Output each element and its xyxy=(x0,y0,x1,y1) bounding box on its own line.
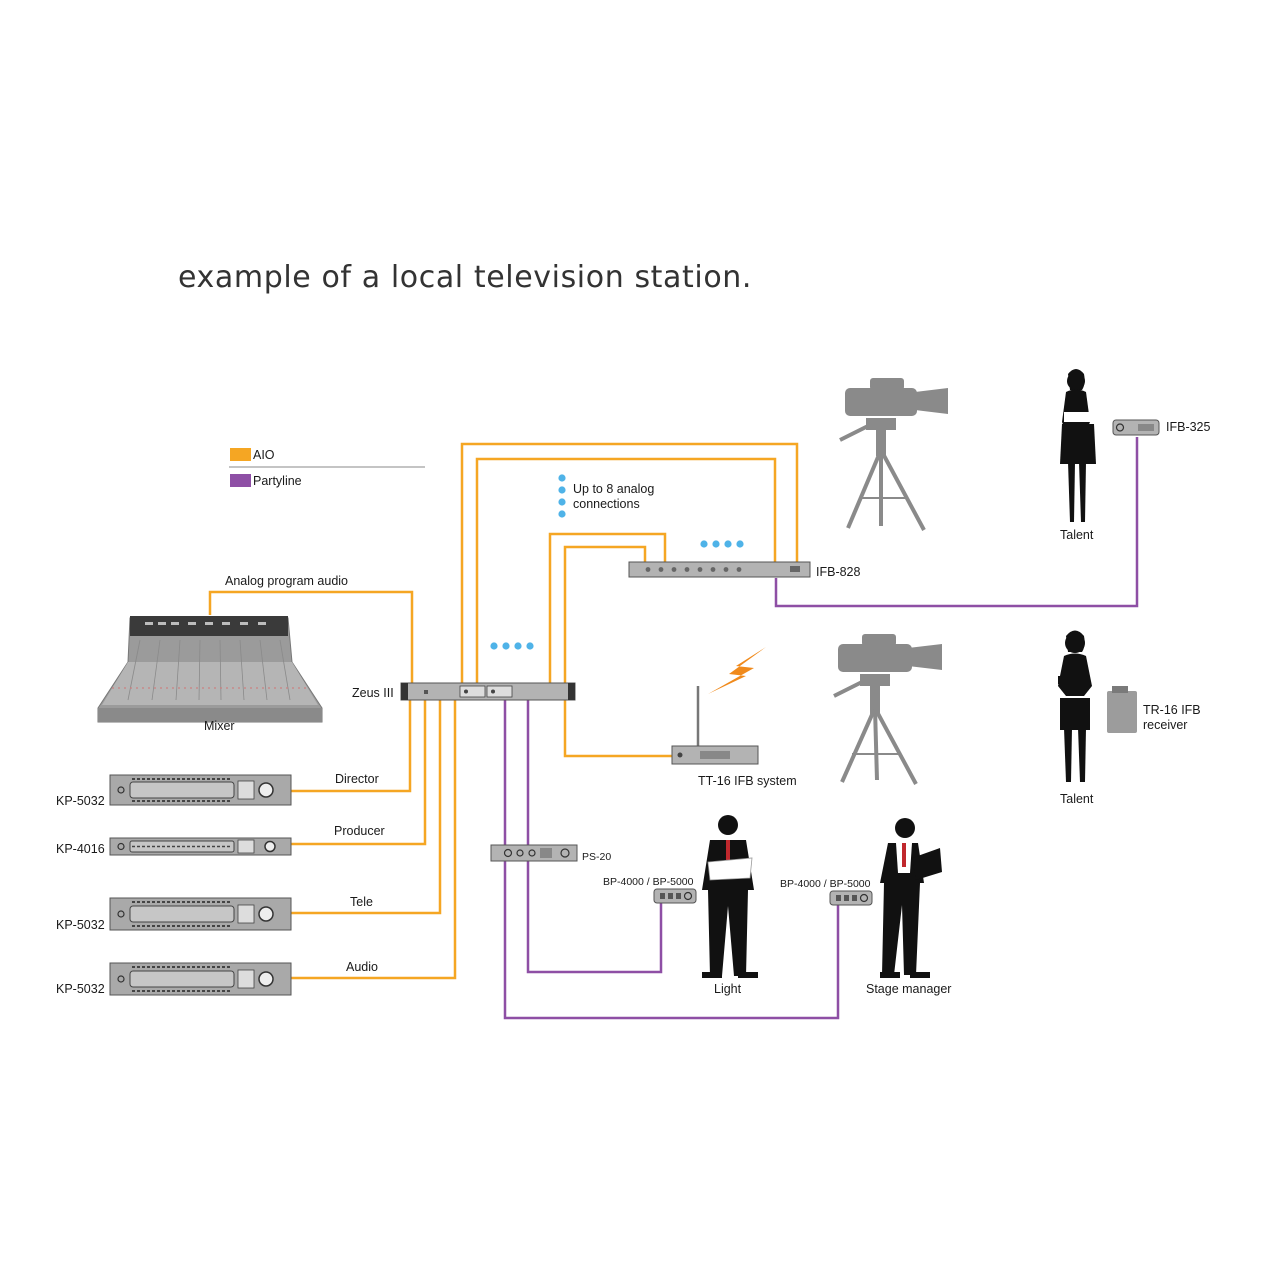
tr-16-receiver-device xyxy=(1107,686,1137,733)
tele-label: Tele xyxy=(350,895,373,909)
keypanel-kp5032-director xyxy=(109,774,292,806)
up-to-8-label-line1: Up to 8 analog xyxy=(573,482,654,496)
kp1-label: KP-5032 xyxy=(56,794,105,808)
partyline-bp-light xyxy=(526,700,663,974)
analog-program-audio-label: Analog program audio xyxy=(225,574,348,588)
talent-bottom-silhouette xyxy=(1058,630,1092,782)
dot xyxy=(526,642,534,650)
legend-aio-swatch xyxy=(230,448,251,461)
kp3-label: KP-5032 xyxy=(56,918,105,932)
director-label: Director xyxy=(335,772,379,786)
wireless-bolt-icon xyxy=(708,647,766,694)
dot xyxy=(558,474,566,482)
aio-line-ifb828-outer xyxy=(460,442,799,683)
aio-line-ifb828-inner xyxy=(475,457,777,683)
kp2-label: KP-4016 xyxy=(56,842,105,856)
aio-line-ifb828-b xyxy=(563,545,647,683)
beltpack-light-device xyxy=(653,888,697,904)
light-operator-silhouette xyxy=(702,815,758,978)
stage-manager-silhouette xyxy=(880,818,942,978)
keypanel-kp5032-audio xyxy=(109,962,292,996)
dot xyxy=(514,642,522,650)
keypanel-kp4016-producer xyxy=(109,837,292,856)
ps-20-label: PS-20 xyxy=(582,851,611,863)
aio-line-producer xyxy=(291,700,427,846)
aio-line-tele xyxy=(291,700,442,915)
stage-manager-label: Stage manager xyxy=(866,982,951,996)
ifb-828-device xyxy=(628,561,811,578)
camera-bottom-icon xyxy=(833,634,942,785)
dot xyxy=(502,642,510,650)
legend-partyline-label: Partyline xyxy=(253,474,302,488)
beltpack-stage-device xyxy=(829,890,873,906)
aio-line-tt16 xyxy=(563,700,672,758)
connection-dots xyxy=(490,474,744,650)
talent-top-silhouette xyxy=(1060,369,1096,522)
dot xyxy=(558,486,566,494)
page-title: example of a local television station. xyxy=(178,260,753,295)
dot xyxy=(490,642,498,650)
ps-20-device xyxy=(490,844,578,862)
partyline-ifb325 xyxy=(774,437,1139,608)
light-label: Light xyxy=(714,982,742,996)
dot xyxy=(736,540,744,548)
aio-line-audio xyxy=(291,700,457,980)
dot xyxy=(712,540,720,548)
keypanel-kp5032-tele xyxy=(109,897,292,931)
aio-line-ifb828-a xyxy=(548,532,667,683)
camera-top-icon xyxy=(839,378,948,531)
zeus-iii-label: Zeus III xyxy=(352,686,394,700)
audio-label: Audio xyxy=(346,960,378,974)
talent-bottom-label: Talent xyxy=(1060,792,1094,806)
tt-16-ifb-system-device xyxy=(671,686,759,765)
talent-top-label: Talent xyxy=(1060,528,1094,542)
aio-line-mixer xyxy=(208,590,414,683)
kp4-label: KP-5032 xyxy=(56,982,105,996)
tr-16-label-line2: receiver xyxy=(1143,718,1187,732)
dot xyxy=(724,540,732,548)
mixer-label: Mixer xyxy=(204,719,235,733)
tt-16-label: TT-16 IFB system xyxy=(698,774,797,788)
legend: AIO Partyline xyxy=(229,448,425,488)
up-to-8-label-line2: connections xyxy=(573,497,640,511)
dot xyxy=(700,540,708,548)
legend-partyline-swatch xyxy=(230,474,251,487)
bp-left-label: BP-4000 / BP-5000 xyxy=(603,876,694,888)
aio-line-director xyxy=(291,700,412,793)
ifb-325-device xyxy=(1112,419,1160,436)
zeus-iii-device xyxy=(400,682,576,701)
legend-aio-label: AIO xyxy=(253,448,275,462)
producer-label: Producer xyxy=(334,824,385,838)
ifb-828-label: IFB-828 xyxy=(816,565,861,579)
aio-connections xyxy=(208,442,799,980)
tr-16-label-line1: TR-16 IFB xyxy=(1143,703,1201,717)
partyline-connections xyxy=(503,437,1139,1020)
mixer-console xyxy=(97,616,323,723)
dot xyxy=(558,510,566,518)
dot xyxy=(558,498,566,506)
bp-right-label: BP-4000 / BP-5000 xyxy=(780,878,871,890)
ifb-325-label: IFB-325 xyxy=(1166,420,1211,434)
